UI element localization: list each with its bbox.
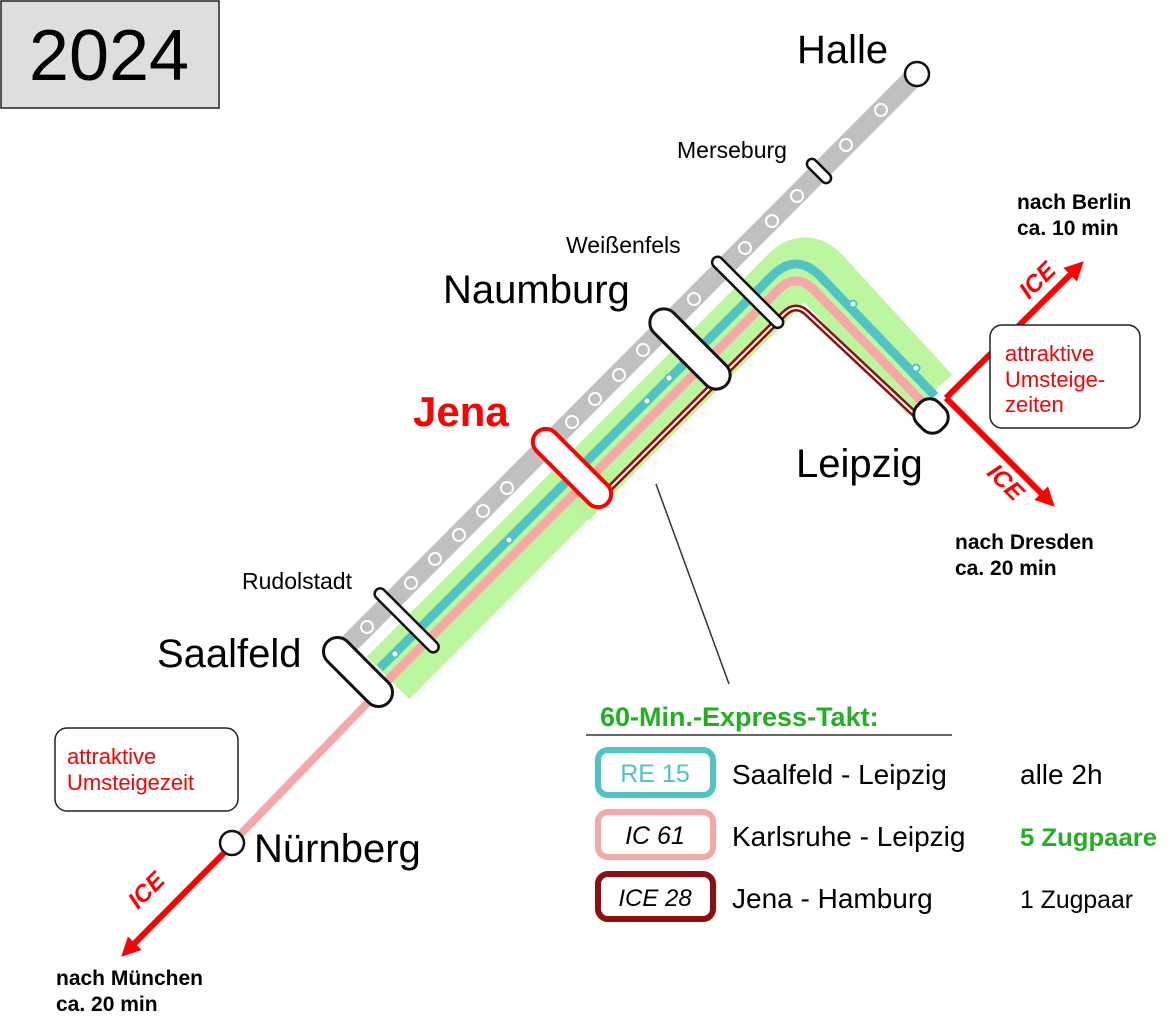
station-naumburg-marker — [648, 307, 732, 391]
ice-label-muenchen: ICE — [123, 866, 171, 914]
legend-code-ice28: ICE 28 — [618, 885, 692, 912]
legend-route-re15: Saalfeld - Leipzig — [732, 759, 947, 790]
muenchen-time: ca. 20 min — [56, 993, 158, 1016]
legend-frequency-ice28: 1 Zugpaar — [1020, 886, 1133, 914]
legend: 60-Min.-Express-Takt: RE 15 Saalfeld - L… — [586, 702, 1157, 922]
legend-leader-line — [655, 483, 730, 685]
legend-route-ic61: Karlsruhe - Leipzig — [732, 821, 965, 852]
legend-code-re15: RE 15 — [620, 760, 689, 788]
legend-row-ice28: ICE 28 Jena - Hamburg 1 Zugpaar — [595, 871, 1133, 922]
note-leipzig: attraktive Umsteige- zeiten — [989, 324, 1141, 429]
muenchen-destination: nach München — [56, 967, 203, 990]
ice-label-berlin: ICE — [1014, 256, 1062, 304]
legend-title: 60-Min.-Express-Takt: — [600, 702, 879, 732]
note-nuernberg: attraktive Umsteigezeit — [54, 727, 239, 812]
station-label-saalfeld: Saalfeld — [157, 632, 302, 676]
station-label-jena: Jena — [413, 388, 509, 435]
station-label-halle: Halle — [797, 28, 888, 72]
ic61-line — [384, 276, 932, 684]
station-label-nuernberg: Nürnberg — [254, 827, 421, 871]
other-line-stops — [360, 103, 888, 634]
note-nuernberg-line1: attraktive — [67, 744, 156, 769]
re15-line — [376, 259, 939, 672]
station-label-weissenfels: Weißenfels — [566, 232, 681, 258]
year-box: 2024 — [0, 0, 220, 109]
legend-frequency-ic61: 5 Zugpaare — [1020, 824, 1157, 852]
station-weissenfels-marker — [710, 255, 785, 330]
year-label: 2024 — [29, 16, 189, 96]
station-saalfeld-marker — [321, 635, 395, 709]
dresden-destination: nach Dresden — [955, 531, 1094, 554]
station-merseburg-marker — [805, 157, 833, 185]
legend-frequency-re15: alle 2h — [1020, 759, 1103, 790]
station-label-leipzig: Leipzig — [796, 442, 923, 486]
nuernberg-line — [229, 687, 383, 846]
ice-arrow-muenchen — [121, 850, 227, 957]
station-label-merseburg: Merseburg — [677, 137, 787, 163]
express-stops — [390, 299, 921, 659]
station-rudolstadt-marker — [373, 587, 440, 654]
legend-row-re15: RE 15 Saalfeld - Leipzig alle 2h — [595, 747, 1103, 798]
station-jena-marker — [530, 426, 614, 510]
legend-code-ic61: IC 61 — [625, 822, 685, 850]
station-label-rudolstadt: Rudolstadt — [242, 568, 353, 594]
berlin-destination: nach Berlin — [1017, 191, 1131, 214]
ice-arrow-dresden — [943, 395, 1055, 507]
dresden-time: ca. 20 min — [955, 557, 1057, 580]
station-nuernberg-marker — [218, 829, 246, 857]
note-nuernberg-line2: Umsteigezeit — [67, 770, 194, 795]
ice28-line-inner — [604, 307, 922, 494]
station-leipzig-marker — [912, 397, 950, 435]
legend-row-ic61: IC 61 Karlsruhe - Leipzig 5 Zugpaare — [595, 809, 1157, 860]
ice-label-dresden: ICE — [982, 459, 1030, 507]
station-label-naumburg: Naumburg — [443, 268, 630, 312]
berlin-time: ca. 10 min — [1017, 217, 1119, 240]
legend-route-ice28: Jena - Hamburg — [732, 883, 933, 914]
note-leipzig-line3: zeiten — [1005, 392, 1064, 417]
note-leipzig-line1: attraktive — [1005, 341, 1094, 366]
note-leipzig-line2: Umsteige- — [1005, 367, 1105, 392]
station-halle-marker — [903, 60, 931, 88]
